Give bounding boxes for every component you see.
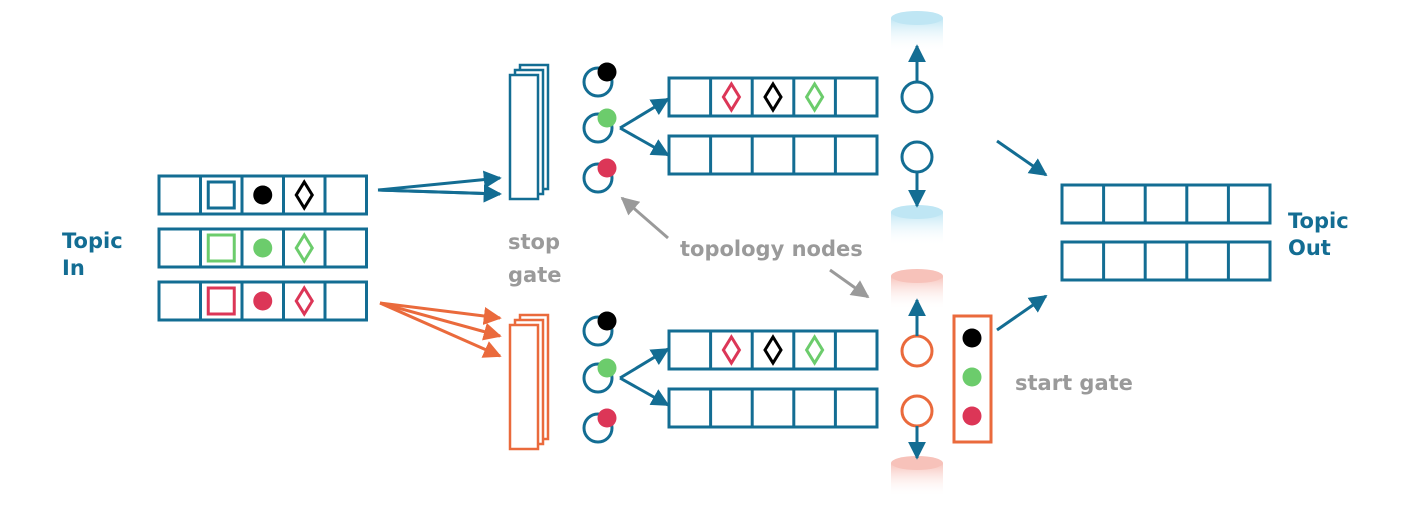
- upper-mid-partition-2: [667, 134, 879, 176]
- fanout-orange-arrow-2: [379, 301, 502, 341]
- lower-stack: [508, 313, 550, 451]
- upper-sink-node-2: [900, 140, 934, 174]
- topic-in-red-diamond-icon: [294, 285, 315, 317]
- stop-gate-label: stop gate: [508, 226, 561, 292]
- upper-node-3-dot-icon: [597, 158, 617, 178]
- lower-sink-node-1: [900, 334, 934, 368]
- topic-in-partition-1: [157, 174, 368, 216]
- lower-node-2-circle-node-icon: [582, 362, 614, 394]
- topic-in-label-line1: Topic: [62, 229, 123, 253]
- topic-in-black-dot-icon: [253, 185, 273, 205]
- lower-node-2-dot-icon: [597, 358, 617, 378]
- lower-cylinder-bottom-top: [891, 456, 943, 470]
- topic-out-partition-1: [1060, 183, 1272, 225]
- topic-in-green-square-icon: [206, 233, 236, 263]
- lower-cylinder-bottom: [891, 456, 943, 497]
- upper-cross-arrow-1: [619, 97, 670, 130]
- topic-out-partition-2-frame: [1060, 240, 1272, 282]
- lower-cross-arrow-1: [619, 347, 670, 380]
- start-gate-to-topic-out-arrow: [996, 294, 1048, 332]
- start-gate-green-dot-icon: [962, 367, 982, 387]
- upper-mid-partition-1-green-diamond-icon: [804, 81, 825, 113]
- lower-node-1-circle-node-icon: [582, 315, 614, 347]
- upper-node-3-circle-node-icon: [582, 162, 614, 194]
- upper-cylinder-top: [891, 11, 943, 52]
- topic-in-black-diamond-icon: [294, 179, 315, 211]
- fanout-blue-arrow-3: [377, 184, 502, 203]
- topic-in-red-square-icon: [206, 286, 236, 316]
- upper-mid-partition-1-red-diamond-icon: [721, 81, 742, 113]
- fanout-blue-arrow-1: [377, 170, 502, 192]
- topic-in-green-dot-icon: [253, 238, 273, 258]
- topic-in-label-line2: In: [62, 256, 85, 280]
- topic-in-black-square-icon: [206, 180, 236, 210]
- upper-stack-sheet: [508, 73, 540, 201]
- lower-mid-partition-1-green-diamond-icon: [804, 334, 825, 366]
- upper-stack: [508, 63, 550, 201]
- topic-out-partition-1-frame: [1060, 183, 1272, 225]
- topic-in-green-diamond-icon: [294, 232, 315, 264]
- lower-cross-arrow-2: [619, 376, 670, 407]
- upper-mid-partition-2-frame: [667, 134, 879, 176]
- upper-sink-node-1: [900, 80, 934, 114]
- upper-cylinder-top-top: [891, 11, 943, 25]
- upper-cylinder-bottom-top: [891, 205, 943, 219]
- upper-node-2-circle-node-icon: [582, 112, 614, 144]
- topic-out-label-line1: Topic: [1288, 209, 1349, 233]
- lower-mid-partition-1-black-diamond-icon: [763, 334, 783, 366]
- topology-nodes-pointer-right: [829, 268, 870, 299]
- topology-nodes-label: topology nodes: [680, 237, 863, 261]
- lower-mid-partition-2-frame: [667, 387, 879, 429]
- lower-mid-partition-1-red-diamond-icon: [721, 334, 742, 366]
- upper-node-2-dot-icon: [597, 108, 617, 128]
- lower-node-3-circle-node-icon: [582, 412, 614, 444]
- upper-node-1-dot-icon: [597, 62, 617, 82]
- topic-in-partition-1-frame: [157, 174, 368, 216]
- lower-stack-sheet: [508, 323, 540, 451]
- start-gate-label: start gate: [1015, 371, 1133, 395]
- fanout-orange-arrow-3: [379, 301, 502, 358]
- topic-out-partition-2: [1060, 240, 1272, 282]
- lower-mid-partition-2: [667, 387, 879, 429]
- lower-sink-node-2: [900, 394, 934, 428]
- stop-gate-label-line1: stop: [508, 230, 560, 254]
- upper-cylinder-bottom: [891, 205, 943, 246]
- upper-node-1-circle-node-icon: [582, 66, 614, 98]
- topic-in-label: Topic In: [62, 228, 123, 282]
- upper-to-topic-out-arrow: [996, 139, 1048, 177]
- topic-out-label: Topic Out: [1288, 208, 1349, 262]
- upper-mid-partition-1-black-diamond-icon: [763, 81, 783, 113]
- lower-cylinder-top-top: [891, 269, 943, 283]
- upper-cross-arrow-2: [619, 126, 670, 157]
- topology-nodes-pointer-left: [620, 196, 669, 240]
- fanout-orange-arrow-1: [379, 301, 502, 325]
- topic-out-label-line2: Out: [1288, 236, 1331, 260]
- start-gate-black-dot-icon: [962, 328, 982, 348]
- topic-in-red-dot-icon: [253, 291, 273, 311]
- lower-node-1-dot-icon: [597, 311, 617, 331]
- lower-node-3-dot-icon: [597, 408, 617, 428]
- start-gate-red-dot-icon: [962, 406, 982, 426]
- stop-gate-label-line2: gate: [508, 263, 562, 287]
